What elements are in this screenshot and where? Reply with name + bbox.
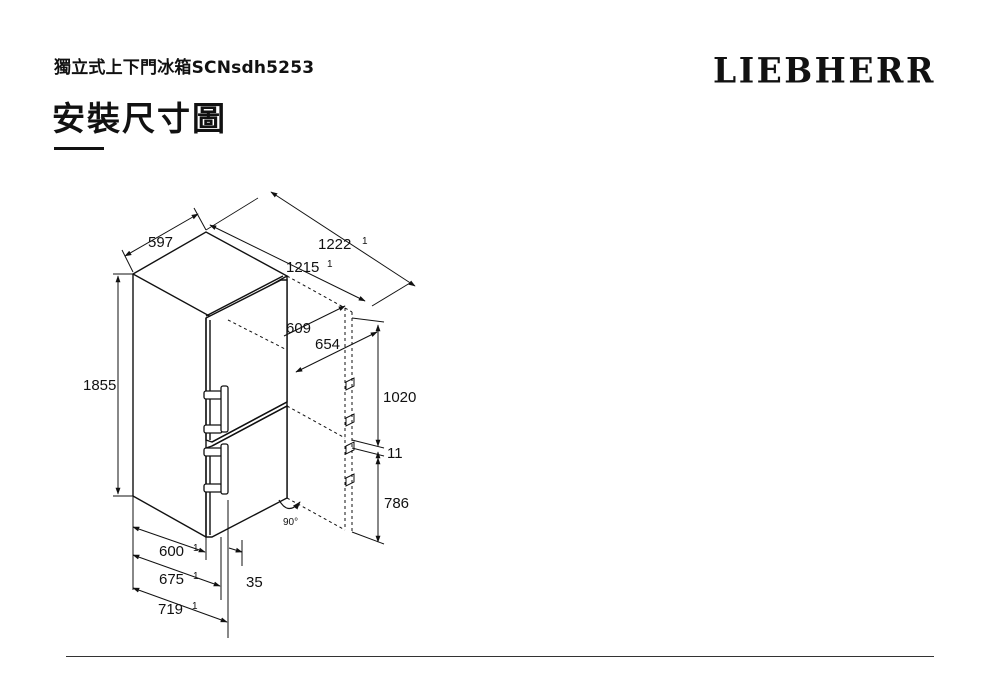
dim-depth-1215: 1215	[286, 259, 319, 276]
brand-logo: LIEBHERR	[713, 50, 936, 91]
dim-front-600: 600	[159, 543, 184, 560]
dim-height-1855: 1855	[83, 377, 116, 394]
door-inner-bins	[345, 377, 355, 487]
footnote-mark: 1	[327, 259, 333, 270]
footer-divider	[66, 656, 934, 657]
dim-depth-1222: 1222	[318, 236, 351, 253]
dim-gap-11: 11	[387, 445, 403, 462]
footnote-mark: 1	[193, 571, 199, 582]
dim-width-597: 597	[148, 234, 173, 251]
dim-height-1020: 1020	[383, 389, 416, 406]
page-title: 安裝尺寸圖	[52, 99, 227, 138]
footnote-mark: 1	[362, 236, 368, 247]
swing-angle-arc	[278, 499, 301, 510]
dim-front-35: 35	[246, 574, 263, 591]
footnote-mark: 1	[192, 601, 198, 612]
swing-angle-label: 90°	[283, 517, 298, 528]
footnote-mark: 1	[193, 543, 199, 554]
dimension-labels: 597 1222 1 1215 1 609 654 1855 1020 11 7…	[83, 234, 416, 618]
product-subtitle: 獨立式上下門冰箱SCNsdh5253	[54, 58, 315, 78]
dim-front-675: 675	[159, 571, 184, 588]
dim-depth-654: 654	[315, 336, 340, 353]
dim-depth-609: 609	[286, 320, 311, 337]
dimension-lines	[113, 191, 416, 638]
dim-height-786: 786	[384, 495, 409, 512]
title-underline	[54, 147, 104, 150]
dim-front-719: 719	[158, 601, 183, 618]
door-handles	[203, 385, 229, 495]
